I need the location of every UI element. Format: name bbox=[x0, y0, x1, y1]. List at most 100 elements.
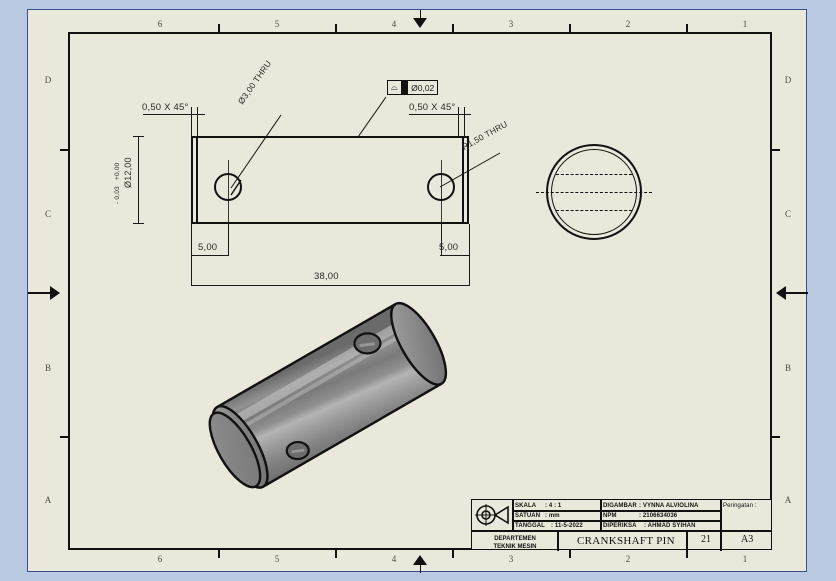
zone-right-C: C bbox=[784, 209, 792, 219]
tb-hline-r1 bbox=[512, 510, 720, 512]
part-name: CRANKSHAFT PIN bbox=[577, 535, 675, 547]
zone-left-A: A bbox=[44, 495, 52, 505]
tb-hline-main bbox=[472, 530, 771, 532]
diameter-label: Ø12,00 bbox=[123, 157, 133, 188]
digambar-label: DIGAMBAR bbox=[603, 502, 637, 509]
zone-right-D: D bbox=[784, 75, 792, 85]
zone-top-4: 4 bbox=[391, 19, 397, 29]
npm-value: : 2106634036 bbox=[639, 512, 678, 519]
cylindricity-icon: ⌓ bbox=[391, 82, 398, 92]
dim-line-diameter bbox=[138, 136, 139, 224]
zone-top-6: 6 bbox=[157, 19, 163, 29]
chamfer-right-label: 0,50 X 45° bbox=[409, 102, 456, 113]
center-mark-top-icon bbox=[413, 18, 427, 28]
zone-tick-bottom bbox=[335, 550, 337, 558]
department-block: DEPARTEMEN TEKNIK MESIN bbox=[475, 535, 555, 551]
ext-line-right-b bbox=[464, 107, 465, 137]
satuan-label: SATUAN bbox=[515, 512, 541, 519]
title-block: SKALA : 4 : 1 DIGAMBAR : VYNNA ALVIOLINA… bbox=[471, 499, 772, 551]
zone-tick-top bbox=[686, 24, 688, 32]
diameter-tolerance-group: Ø12,00 +0,00 - 0,03 bbox=[112, 142, 134, 222]
tb-vline-3 bbox=[720, 500, 722, 551]
tanggal-value: : 11-5-2022 bbox=[551, 522, 583, 529]
tb-vline-2 bbox=[600, 500, 602, 530]
zone-tick-bottom bbox=[569, 550, 571, 558]
satuan-value: : mm bbox=[545, 512, 560, 519]
dim-arrow-diameter-top bbox=[133, 136, 144, 138]
tb-vline-5 bbox=[686, 530, 688, 551]
zone-tick-top bbox=[218, 24, 220, 32]
chamfer-leader-left bbox=[143, 114, 205, 115]
center-mark-right-stem bbox=[785, 292, 808, 294]
department-line2: TEKNIK MESIN bbox=[493, 544, 537, 550]
zone-top-5: 5 bbox=[274, 19, 280, 29]
tb-vline-4 bbox=[557, 530, 559, 551]
end-view-centerline bbox=[536, 192, 652, 193]
center-mark-right-icon bbox=[776, 286, 786, 300]
dim-arrow-diameter-bottom bbox=[133, 223, 144, 225]
zone-bottom-3: 3 bbox=[508, 554, 514, 564]
dim-line-left5 bbox=[191, 255, 228, 256]
center-mark-left-icon bbox=[50, 286, 60, 300]
diameter-tol-lower: - 0,03 bbox=[114, 186, 121, 204]
center-mark-top-stem bbox=[419, 10, 422, 19]
zone-bottom-6: 6 bbox=[157, 554, 163, 564]
zone-bottom-4: 4 bbox=[391, 554, 397, 564]
ext-line-dim-holeR bbox=[440, 224, 442, 256]
geometric-tolerance-frame: ⌓ Ø0,02 bbox=[387, 80, 439, 95]
zone-tick-top bbox=[452, 24, 454, 32]
zone-tick-top bbox=[569, 24, 571, 32]
dim-left-label: 5,00 bbox=[198, 242, 218, 253]
tolerance-value: Ø0,02 bbox=[411, 82, 435, 93]
center-mark-bottom-icon bbox=[413, 555, 427, 565]
ext-line-left-b bbox=[197, 107, 198, 137]
end-view-hidden-line-top bbox=[556, 174, 632, 175]
ext-line-dim-right bbox=[469, 224, 470, 286]
zone-tick-bottom bbox=[452, 550, 454, 558]
ext-line-dim-holeL bbox=[227, 224, 229, 256]
zone-tick-left bbox=[60, 436, 68, 438]
digambar-value: : VYNNA ALVIOLINA bbox=[639, 502, 699, 509]
diameter-tol-upper: +0,00 bbox=[114, 162, 121, 180]
zone-bottom-2: 2 bbox=[625, 554, 631, 564]
peringatan-label: Peringatan : bbox=[723, 502, 757, 509]
department-line1: DEPARTEMEN bbox=[494, 536, 536, 542]
first-angle-projection-icon bbox=[475, 504, 509, 526]
drawing-sheet: 6 5 4 3 2 1 6 5 4 3 2 1 D C B A D C B A bbox=[27, 9, 808, 573]
zone-right-A: A bbox=[784, 495, 792, 505]
center-mark-left-stem bbox=[28, 292, 51, 294]
skala-value: : 4 : 1 bbox=[545, 502, 562, 509]
dim-right-label: 5,00 bbox=[439, 242, 459, 253]
zone-left-D: D bbox=[44, 75, 52, 85]
zone-top-2: 2 bbox=[625, 19, 631, 29]
ext-line-right-a bbox=[458, 107, 459, 137]
diperiksa-label: DIPERIKSA bbox=[603, 522, 637, 529]
tb-vline-1 bbox=[512, 500, 514, 530]
sheet-format: A3 bbox=[741, 534, 754, 545]
zone-tick-bottom bbox=[686, 550, 688, 558]
zone-left-B: B bbox=[44, 363, 52, 373]
end-view-hidden-line-bottom bbox=[556, 210, 632, 211]
zone-top-1: 1 bbox=[742, 19, 748, 29]
skala-label: SKALA bbox=[515, 502, 537, 509]
zone-tick-right bbox=[772, 149, 780, 151]
zone-bottom-1: 1 bbox=[742, 554, 748, 564]
zone-tick-left bbox=[60, 149, 68, 151]
chamfer-left-label: 0,50 X 45° bbox=[142, 102, 189, 113]
hole-left-centerline bbox=[227, 160, 229, 250]
diperiksa-value: : AHMAD SYIHAN bbox=[644, 522, 696, 529]
drawing-frame bbox=[68, 32, 772, 550]
zone-top-3: 3 bbox=[508, 19, 514, 29]
chamfer-leader-right bbox=[409, 114, 471, 115]
tolerance-divider bbox=[400, 81, 409, 94]
isometric-model bbox=[208, 301, 448, 489]
dim-line-right5 bbox=[440, 255, 469, 256]
zone-tick-right bbox=[772, 436, 780, 438]
dim-line-overall bbox=[191, 285, 469, 286]
center-mark-bottom-stem bbox=[419, 564, 422, 573]
part-number: 21 bbox=[701, 534, 711, 545]
chamfer-line-left bbox=[196, 136, 198, 224]
zone-tick-top bbox=[335, 24, 337, 32]
npm-label: NPM bbox=[603, 512, 617, 519]
